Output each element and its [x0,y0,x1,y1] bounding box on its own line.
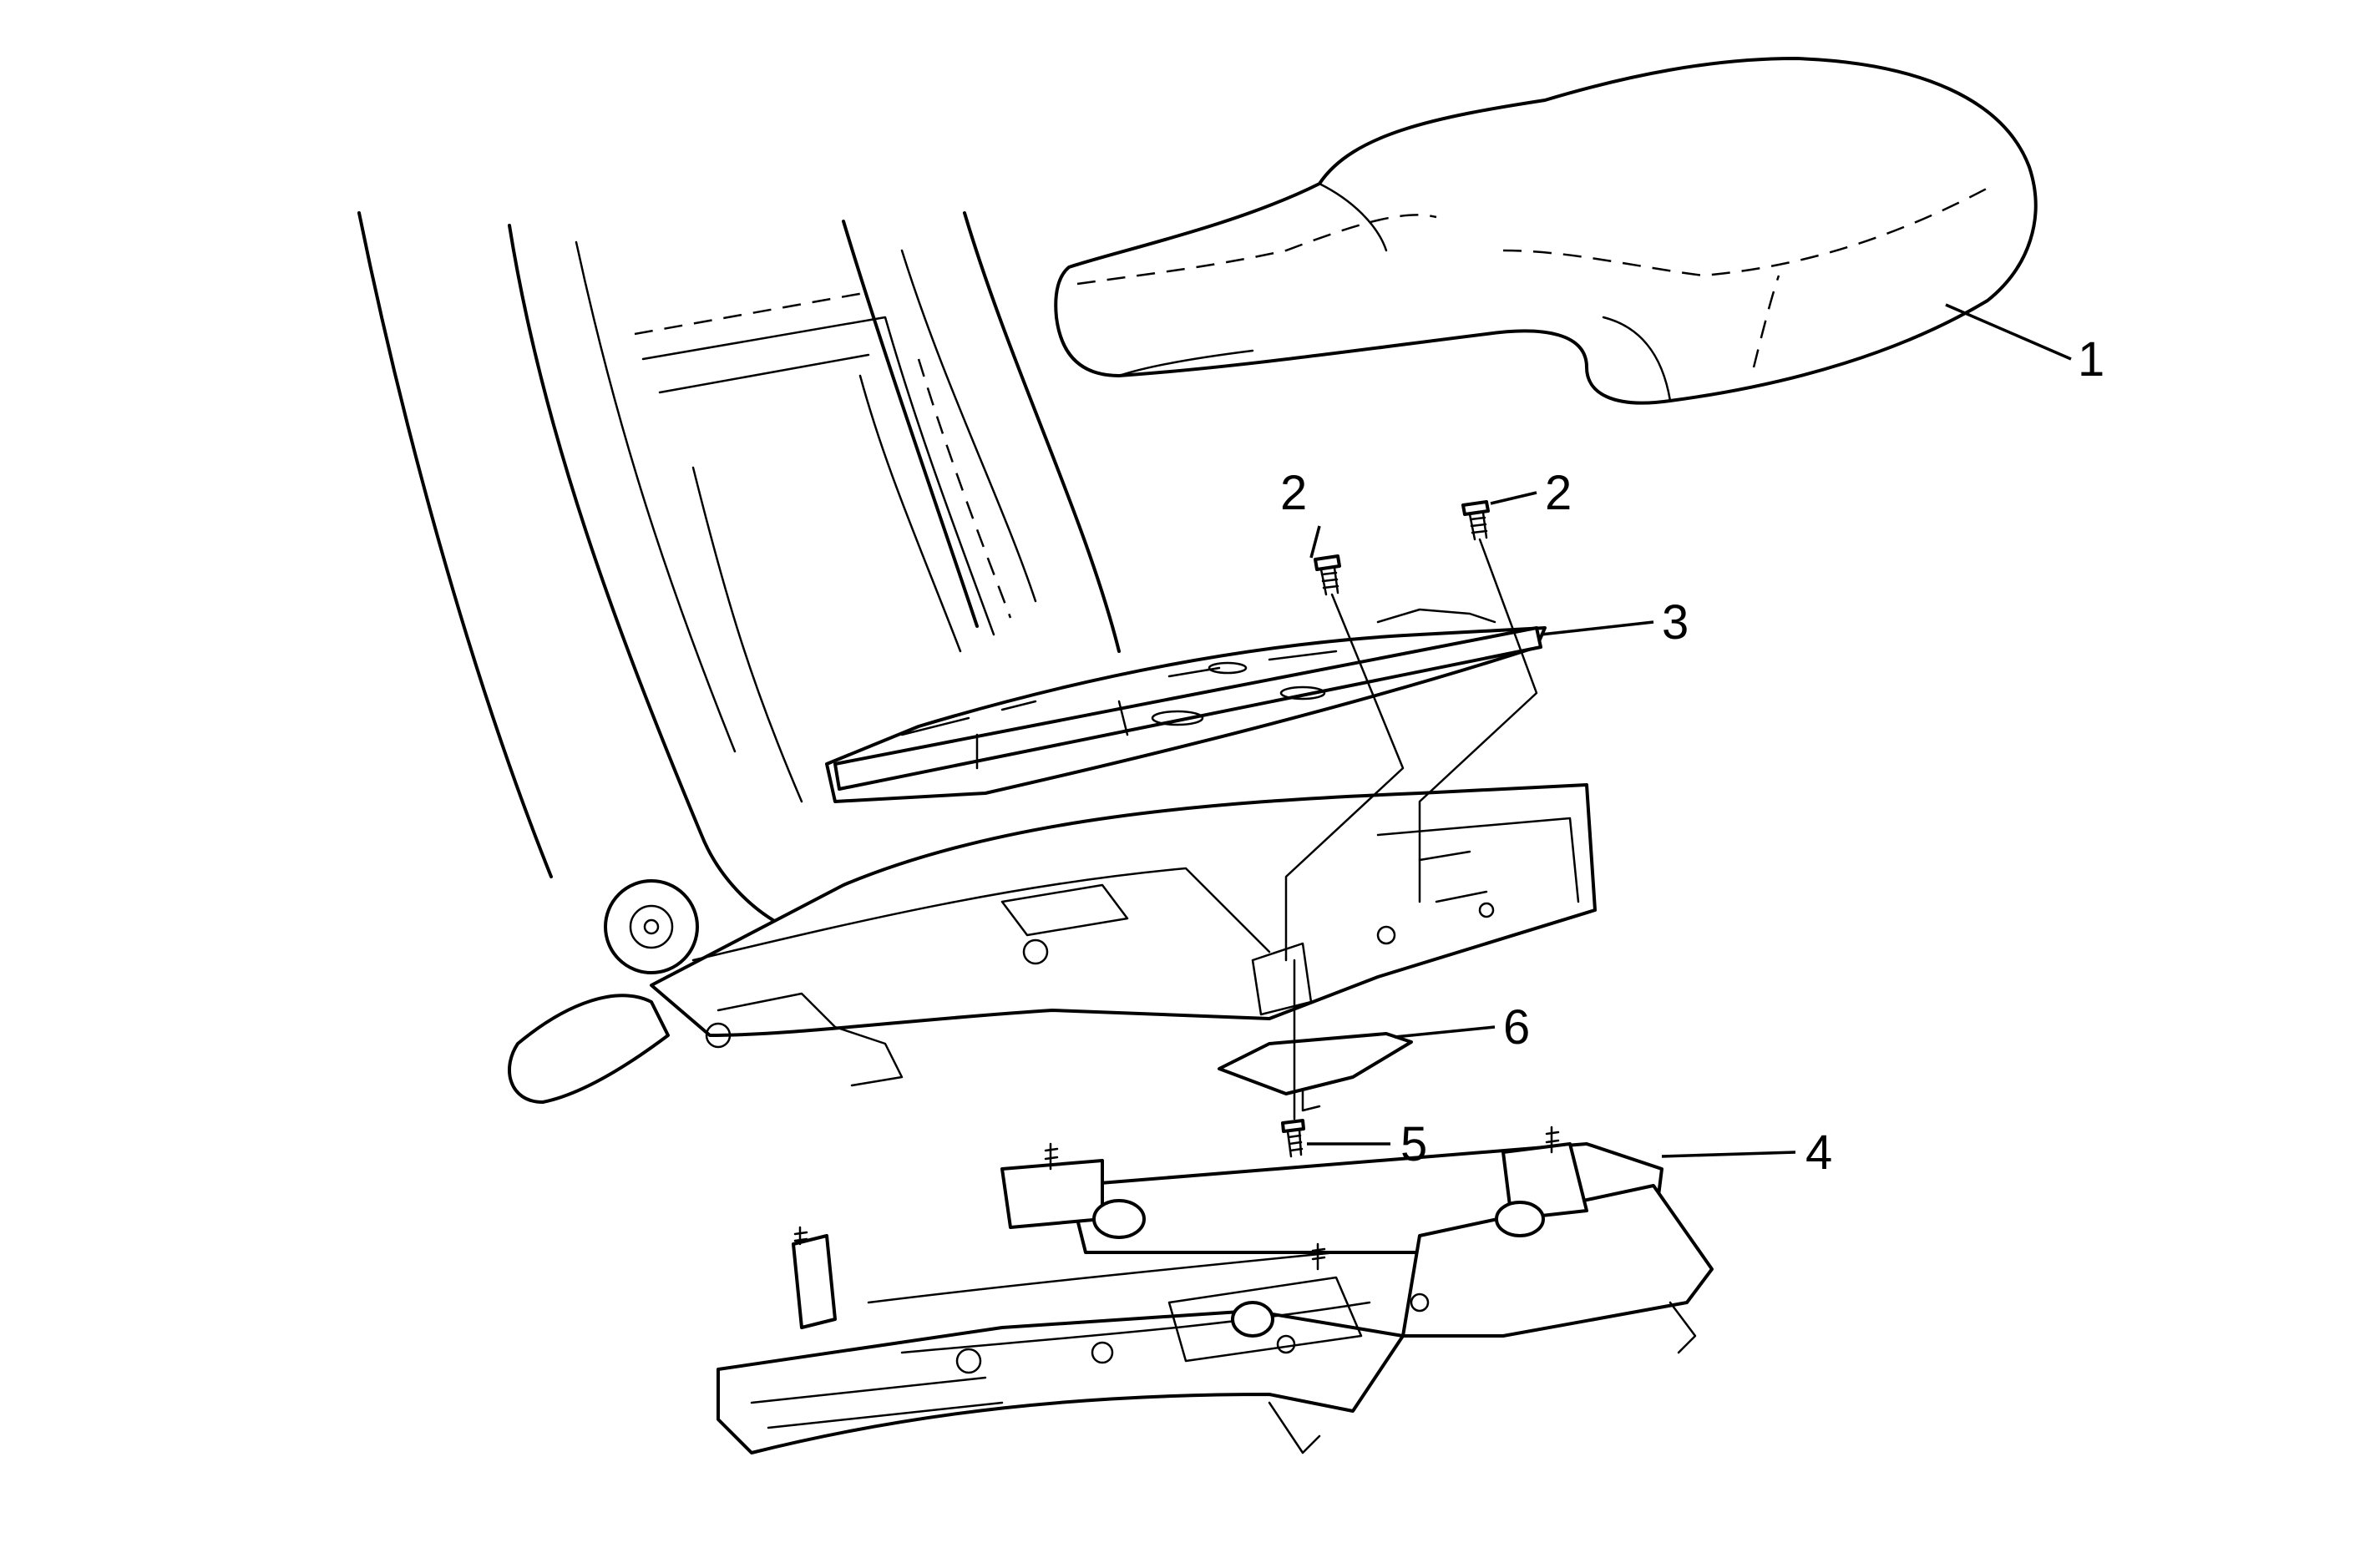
seat-cushion [1054,57,2038,405]
seat-adjuster [717,1126,1714,1454]
callout-1: 1 [2078,332,2104,387]
callout-2-left: 2 [1280,466,1307,520]
leader-lines [1307,303,2072,1158]
callout-5: 5 [1400,1117,1427,1171]
bolt-right [1461,500,1490,541]
seat-back [357,211,1121,928]
bracket [1218,1032,1413,1112]
bolt-left [1314,554,1341,596]
alignment-lines [1284,538,1538,1120]
callout-6: 6 [1503,1000,1530,1055]
callout-3: 3 [1662,595,1689,650]
seat-pan [825,608,1547,803]
callout-4: 4 [1805,1126,1832,1180]
callout-2-right: 2 [1545,466,1572,520]
bolt-lower [1281,1119,1305,1158]
seat-lower-frame [508,783,1597,1104]
